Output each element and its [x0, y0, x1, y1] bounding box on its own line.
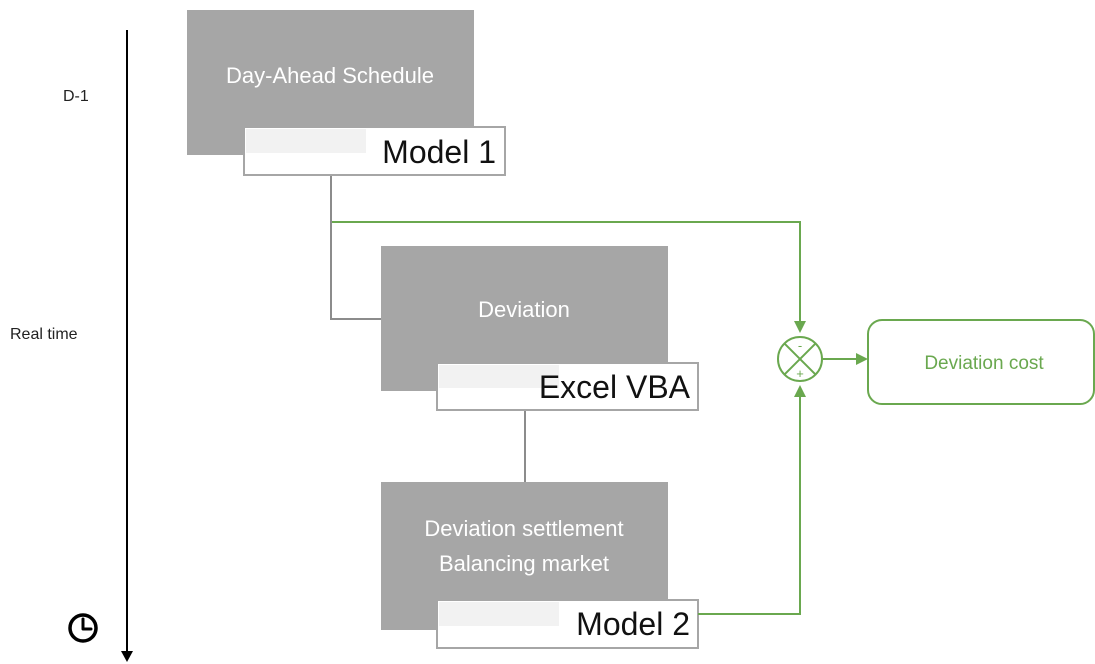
flow-schedule-to-junction [332, 221, 801, 322]
flow-schedule-arrowhead [794, 321, 806, 333]
model1-tag-shade [246, 129, 366, 153]
day-ahead-title: Day-Ahead Schedule [226, 63, 434, 88]
model2-tag-shade [439, 602, 559, 626]
flow-model2-to-junction [698, 397, 801, 615]
process-day-ahead: Day-Ahead Schedule Model 1 [187, 10, 506, 176]
settlement-title-line2: Balancing market [439, 551, 609, 576]
process-deviation: Deviation Excel VBA [381, 246, 699, 411]
deviation-cost-label: Deviation cost [924, 353, 1044, 374]
connector-model1-to-deviation [330, 176, 381, 320]
junction-minus-sign: - [798, 338, 802, 353]
timeline-arrowhead [121, 651, 133, 662]
process-settlement: Deviation settlement Balancing market Mo… [381, 482, 699, 649]
excel-vba-tag-shade [439, 365, 559, 388]
flow-output-arrowhead [856, 353, 868, 365]
model2-label: Model 2 [576, 606, 690, 642]
deviation-cost-box [867, 319, 1095, 405]
junction-plus-sign: + [796, 366, 804, 381]
process-connectors [330, 176, 526, 482]
settlement-title-line1: Deviation settlement [424, 516, 623, 541]
deviation-title: Deviation [478, 297, 570, 322]
summing-junction: - + [777, 336, 823, 382]
cost-flow: - + Deviation cost [332, 221, 1095, 615]
model1-label: Model 1 [382, 134, 496, 170]
excel-vba-label: Excel VBA [539, 369, 691, 405]
timeline-label-real-time: Real time [10, 326, 78, 343]
clock-icon [68, 613, 98, 643]
timeline: D-1 Real time [10, 30, 133, 662]
flow-model2-arrowhead [794, 385, 806, 397]
timeline-label-d-1: D-1 [63, 88, 89, 105]
